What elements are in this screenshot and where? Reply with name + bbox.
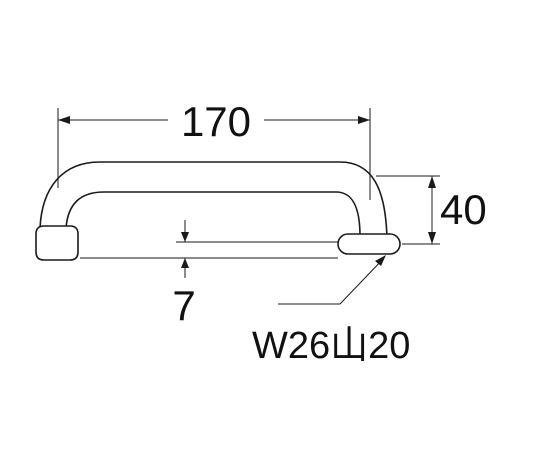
height-arrow-bottom: [428, 232, 436, 244]
offset-dimension: [80, 220, 338, 278]
length-arrow-right: [358, 116, 370, 124]
offset-label: 7: [172, 282, 195, 329]
height-arrow-top: [428, 176, 436, 188]
offset-arrow-top: [181, 232, 189, 242]
length-label: 170: [181, 98, 251, 145]
spout-pipe: [39, 161, 388, 241]
length-arrow-left: [58, 116, 70, 124]
offset-arrow-bottom: [181, 258, 189, 268]
pipe-outer-contour: [39, 161, 388, 241]
pipe-inner-contour: [65, 191, 361, 237]
thread-leader: [278, 257, 385, 305]
height-label: 40: [440, 186, 487, 233]
left-connector-nut: [35, 225, 79, 261]
outlet-tip: [337, 233, 401, 255]
thread-leader-arrow: [375, 255, 386, 266]
thread-spec-label: W26山20: [252, 325, 410, 367]
thread-leader-diagonal: [339, 257, 385, 305]
length-dimension: [57, 108, 371, 200]
